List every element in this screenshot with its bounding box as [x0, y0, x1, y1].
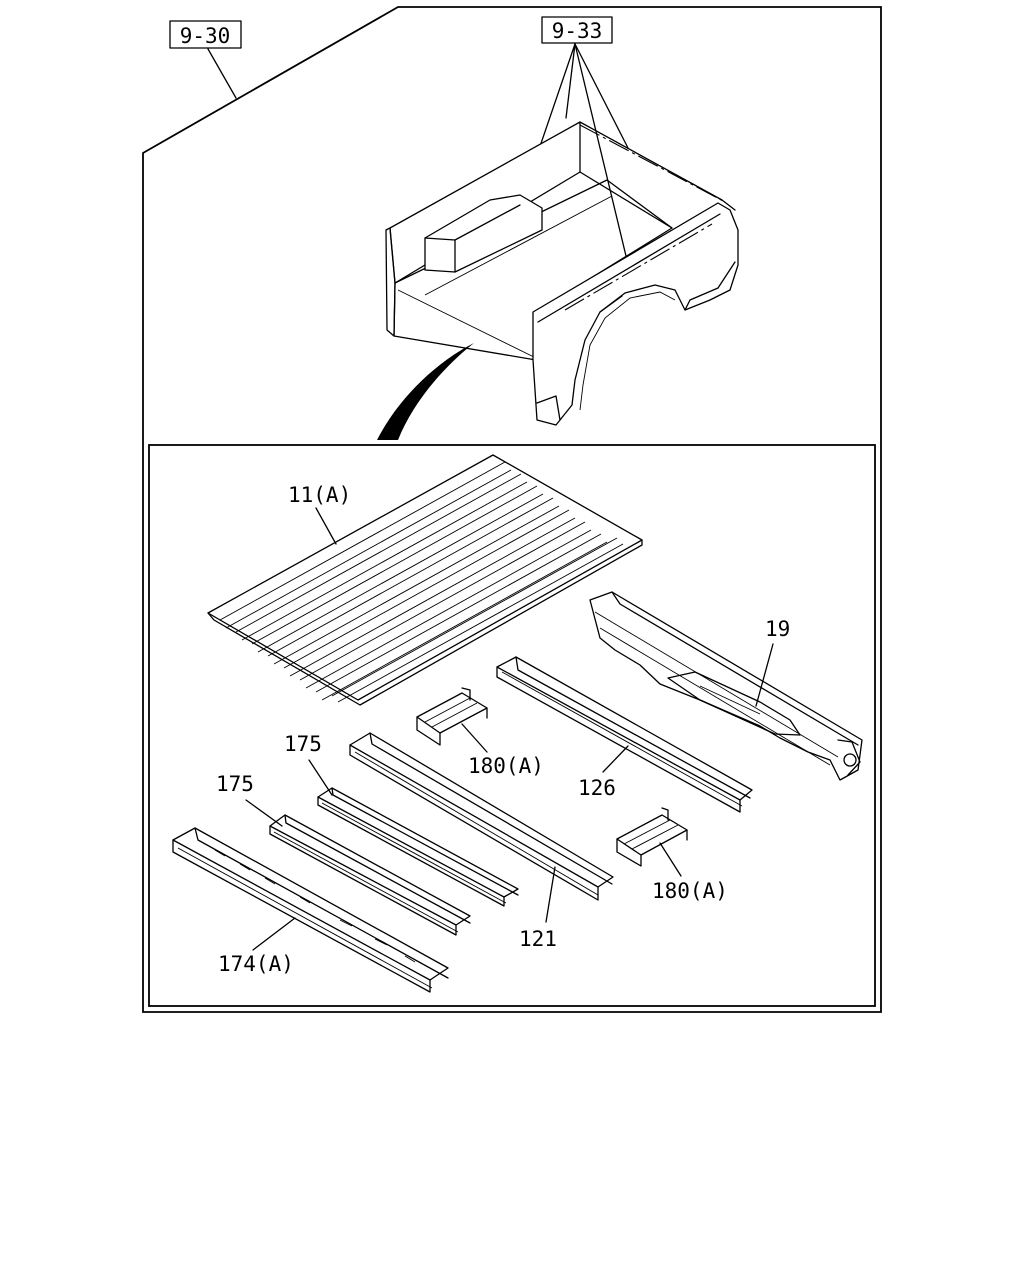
part-bracket-lower[interactable] [616, 807, 688, 867]
part-bracket-upper[interactable] [416, 687, 488, 746]
leader-rear-crossmember [755, 643, 774, 707]
part-floor-panel[interactable] [207, 454, 643, 706]
leader-sill-121 [545, 866, 556, 923]
label-sill-126: 126 [578, 776, 616, 800]
part-sill-175-upper[interactable] [317, 787, 519, 907]
ref-label-9-33: 9-33 [552, 19, 603, 43]
leader-bracket-lower [659, 842, 682, 877]
part-sill-175-lower[interactable] [269, 814, 471, 936]
leader-9-30 [207, 48, 237, 99]
detail-box [148, 444, 876, 1007]
label-floor-panel: 11(A) [288, 483, 351, 507]
leader-sill-126 [602, 745, 629, 773]
label-sill-175-upper: 175 [284, 732, 322, 756]
leader-sill-174 [252, 917, 296, 951]
label-sill-174: 174(A) [218, 952, 294, 976]
label-bracket-upper: 180(A) [468, 754, 544, 778]
label-sill-175-lower: 175 [216, 772, 254, 796]
label-bracket-lower: 180(A) [652, 879, 728, 903]
leader-floor-panel [315, 507, 337, 545]
ref-box-9-33[interactable]: 9-33 [541, 16, 613, 44]
ref-box-9-30[interactable]: 9-30 [169, 20, 242, 49]
detail-arrow [377, 343, 474, 440]
part-rear-crossmember[interactable] [589, 591, 863, 781]
part-sill-126[interactable] [496, 656, 753, 813]
leader-sill-175-upper [308, 759, 333, 796]
outer-frame [142, 6, 882, 1013]
label-sill-121: 121 [519, 927, 557, 951]
leader-sill-175-lower [245, 799, 283, 827]
leader-bracket-upper [461, 723, 488, 753]
truck-bed-drawing [385, 121, 739, 426]
label-rear-crossmember: 19 [765, 617, 790, 641]
ref-label-9-30: 9-30 [180, 24, 231, 48]
part-sill-121[interactable] [349, 732, 614, 901]
part-sill-174[interactable] [172, 827, 449, 993]
